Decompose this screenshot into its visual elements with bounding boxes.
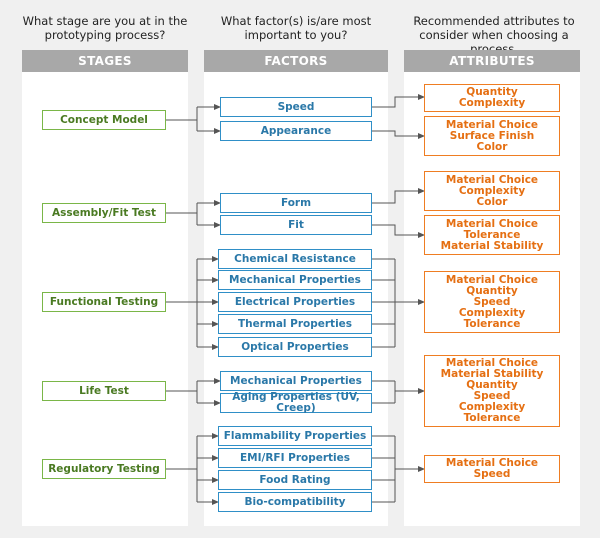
attribute-box-assembly-form: Material Choice Complexity Color bbox=[424, 171, 560, 211]
factor-optical-properties: Optical Properties bbox=[218, 337, 372, 357]
stage-life-test: Life Test bbox=[42, 381, 166, 401]
factor-thermal-properties: Thermal Properties bbox=[218, 314, 372, 334]
attribute-box-regulatory: Material Choice Speed bbox=[424, 455, 560, 483]
factors-header: FACTORS bbox=[204, 50, 388, 72]
factor-appearance: Appearance bbox=[220, 121, 372, 141]
factor-flammability-properties: Flammability Properties bbox=[218, 426, 372, 446]
factor-form: Form bbox=[220, 193, 372, 213]
stage-assembly-fit-test: Assembly/Fit Test bbox=[42, 203, 166, 223]
stage-concept-model: Concept Model bbox=[42, 110, 166, 130]
factor-mechanical-properties-life: Mechanical Properties bbox=[220, 371, 372, 391]
attribute-box-functional: Material Choice Quantity Speed Complexit… bbox=[424, 271, 560, 333]
stages-header: STAGES bbox=[22, 50, 188, 72]
stage-regulatory-testing: Regulatory Testing bbox=[42, 459, 166, 479]
attribute-box-life: Material Choice Material Stability Quant… bbox=[424, 355, 560, 427]
attributes-header: ATTRIBUTES bbox=[404, 50, 580, 72]
factor-bio-compatibility: Bio-compatibility bbox=[218, 492, 372, 512]
factor-food-rating: Food Rating bbox=[218, 470, 372, 490]
factor-fit: Fit bbox=[220, 215, 372, 235]
attribute-box-concept-speed: Quantity Complexity bbox=[424, 84, 560, 112]
factor-mechanical-properties: Mechanical Properties bbox=[218, 270, 372, 290]
stage-functional-testing: Functional Testing bbox=[42, 292, 166, 312]
stage-question: What stage are you at in the prototyping… bbox=[22, 14, 188, 42]
factor-question: What factor(s) is/are most important to … bbox=[220, 14, 372, 42]
factor-aging-properties: Aging Properties (UV, Creep) bbox=[220, 392, 372, 414]
factor-emi-rfi-properties: EMI/RFI Properties bbox=[218, 448, 372, 468]
factor-speed: Speed bbox=[220, 97, 372, 117]
attribute-box-concept-appearance: Material Choice Surface Finish Color bbox=[424, 116, 560, 156]
factor-chemical-resistance: Chemical Resistance bbox=[218, 249, 372, 269]
factor-electrical-properties: Electrical Properties bbox=[218, 292, 372, 312]
attribute-box-assembly-fit: Material Choice Tolerance Material Stabi… bbox=[424, 215, 560, 255]
